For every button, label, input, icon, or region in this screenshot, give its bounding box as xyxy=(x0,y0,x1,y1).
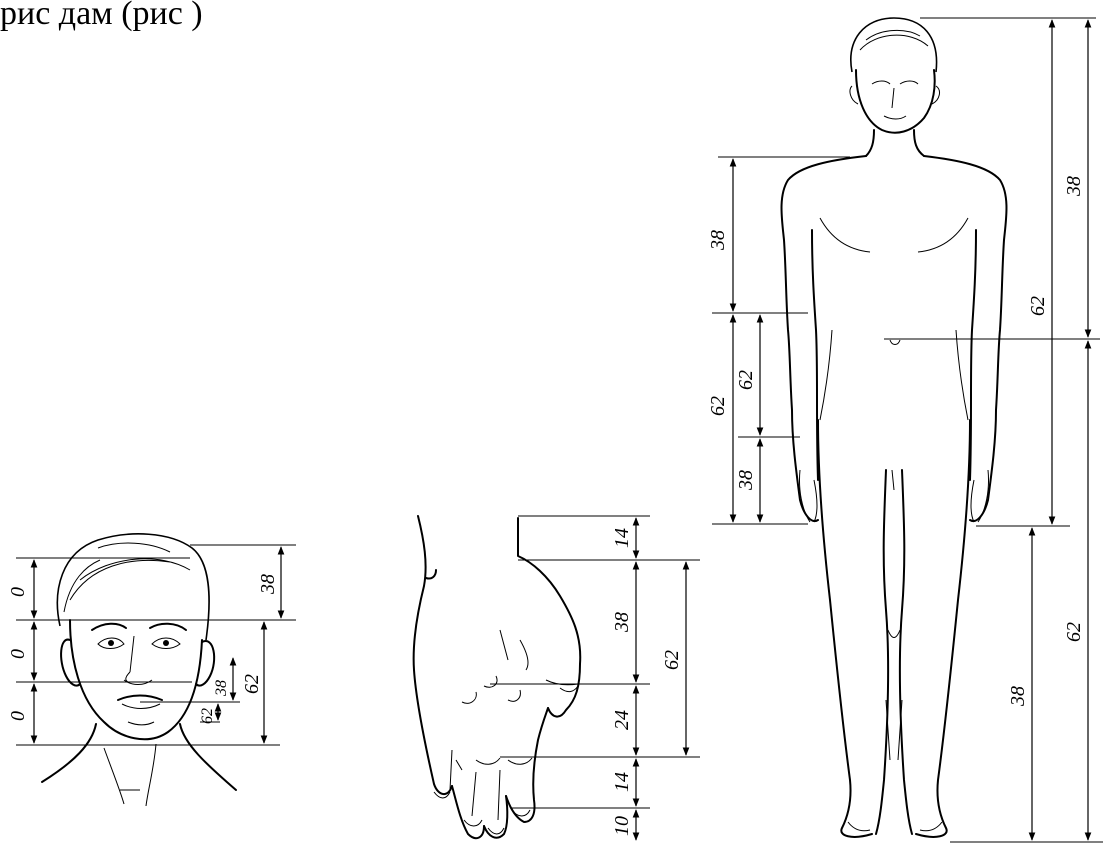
body-label-38-right: 38 xyxy=(1063,176,1085,197)
head-measures xyxy=(16,545,296,745)
head-label-62-small: 62 xyxy=(199,708,216,724)
body-measures xyxy=(712,18,1103,842)
body-label-38-legs: 38 xyxy=(1007,686,1029,707)
body-label-62-right: 62 xyxy=(1027,296,1049,316)
body-figure xyxy=(782,18,1007,837)
body-label-38-upper: 38 xyxy=(707,230,729,251)
body-label-62-legs: 62 xyxy=(1063,622,1085,642)
head-label-0-mid: 0 xyxy=(7,649,29,659)
head-label-0-low: 0 xyxy=(7,711,29,721)
body-label-62-mid: 62 xyxy=(707,396,729,416)
hand-label-14-low: 14 xyxy=(611,772,633,792)
head-label-38: 38 xyxy=(257,574,279,595)
hand-label-62: 62 xyxy=(661,650,683,670)
hand-label-10: 10 xyxy=(611,816,633,836)
hand-measures xyxy=(490,516,700,840)
head-figure xyxy=(42,534,236,806)
body-label-62-inner: 62 xyxy=(735,370,757,390)
body-label-38-inner: 38 xyxy=(735,470,757,491)
hand-label-14-top: 14 xyxy=(611,528,633,548)
head-label-62: 62 xyxy=(241,674,263,694)
hand-label-24: 24 xyxy=(611,710,633,730)
hand-label-38: 38 xyxy=(611,612,633,633)
hand-figure xyxy=(414,516,581,838)
head-label-38-small: 38 xyxy=(213,680,230,697)
head-label-0-top: 0 xyxy=(7,587,29,597)
